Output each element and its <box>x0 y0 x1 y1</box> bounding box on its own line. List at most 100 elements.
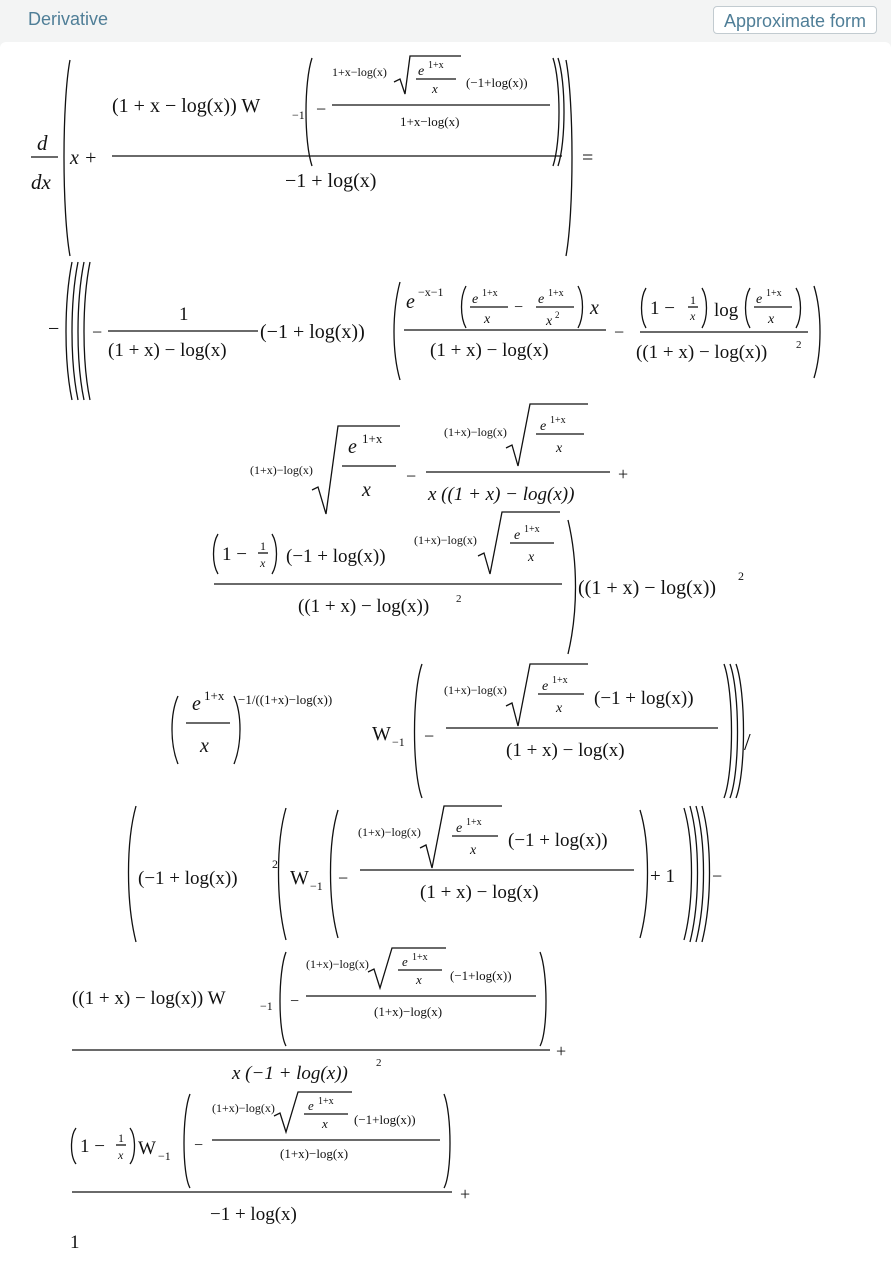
svg-text:W: W <box>290 867 309 889</box>
svg-text:1+x: 1+x <box>204 688 225 703</box>
svg-text:1 −: 1 − <box>222 544 247 565</box>
svg-text:(1+x)−log(x): (1+x)−log(x) <box>358 825 421 839</box>
svg-text:−1: −1 <box>392 735 405 749</box>
lhs-paren-right <box>565 59 573 257</box>
svg-text:(1 + x) − log(x): (1 + x) − log(x) <box>420 882 539 903</box>
svg-text:1: 1 <box>118 1131 124 1145</box>
svg-text:((1 + x) − log(x)): ((1 + x) − log(x)) <box>636 342 767 363</box>
svg-text:−1 + log(x): −1 + log(x) <box>210 1204 297 1225</box>
svg-text:−: − <box>338 868 348 888</box>
svg-text:−: − <box>290 993 299 1010</box>
pod-header: Derivative Approximate form <box>0 0 891 42</box>
r1-one: 1 <box>179 304 189 325</box>
lhs-paren-left <box>63 59 71 257</box>
svg-text:1+x: 1+x <box>482 288 498 299</box>
lhs-e: e <box>418 64 424 79</box>
approximate-form-button[interactable]: Approximate form <box>712 6 877 34</box>
svg-text:(1+x)−log(x): (1+x)−log(x) <box>212 1101 275 1115</box>
svg-text:(−1 + log(x)): (−1 + log(x)) <box>508 830 608 851</box>
svg-text:(1+x)−log(x): (1+x)−log(x) <box>306 957 369 971</box>
svg-text:((1 + x) − log(x)) W: ((1 + x) − log(x)) W <box>72 988 226 1009</box>
svg-text:+: + <box>556 1041 566 1061</box>
derivative-formula: d dx x + (1 + x − log(x)) W −1 − 1+x−log… <box>31 55 821 1253</box>
svg-text:1+x: 1+x <box>766 288 782 299</box>
svg-text:(1+x)−log(x): (1+x)−log(x) <box>444 425 507 439</box>
svg-text:W: W <box>372 723 391 745</box>
svg-text:−1: −1 <box>158 1149 171 1163</box>
svg-text:−: − <box>406 466 416 486</box>
svg-text:+: + <box>618 464 628 484</box>
svg-text:x: x <box>483 312 491 327</box>
svg-text:1: 1 <box>690 293 696 307</box>
svg-text:2: 2 <box>456 593 462 605</box>
lhs-root-frac-x: x <box>431 81 438 96</box>
svg-text:(1+x)−log(x): (1+x)−log(x) <box>414 533 477 547</box>
r1-bracket-left <box>393 281 401 381</box>
svg-text:x: x <box>589 297 599 319</box>
svg-text:e: e <box>542 679 548 694</box>
lhs-inner-den: 1+x−log(x) <box>400 114 459 129</box>
r1-bracket-right <box>813 285 821 379</box>
svg-text:1 −: 1 − <box>80 1136 105 1157</box>
svg-text:2: 2 <box>796 339 802 351</box>
svg-text:e: e <box>538 292 544 307</box>
svg-text:(1 + x) − log(x): (1 + x) − log(x) <box>506 740 625 761</box>
pod-body: d dx x + (1 + x − log(x)) W −1 − 1+x−log… <box>0 42 891 1279</box>
svg-text:−: − <box>614 322 624 342</box>
svg-text:(1+x)−log(x): (1+x)−log(x) <box>280 1146 348 1161</box>
r1-minus: − <box>92 322 102 342</box>
svg-text:1+x: 1+x <box>552 675 568 686</box>
svg-text:1: 1 <box>260 539 266 553</box>
svg-text:1+x: 1+x <box>412 952 428 963</box>
svg-text:e: e <box>456 821 462 836</box>
svg-text:((1 + x) − log(x)): ((1 + x) − log(x)) <box>578 577 716 599</box>
svg-text:log: log <box>714 300 739 321</box>
lhs-w-subscript: −1 <box>292 108 305 122</box>
svg-text:−: − <box>424 726 434 746</box>
svg-text:e: e <box>756 292 762 307</box>
r1-e-exp: −x−1 <box>418 285 444 299</box>
svg-text:1+x: 1+x <box>318 1096 334 1107</box>
lhs-e-exp: 1+x <box>428 60 444 71</box>
svg-text:x: x <box>555 441 563 456</box>
svg-text:−: − <box>514 299 523 316</box>
svg-text:+ 1: + 1 <box>650 866 675 887</box>
svg-text:−: − <box>194 1137 203 1154</box>
pod-title: Derivative <box>28 9 109 29</box>
lhs-numerator: (1 + x − log(x)) W <box>112 95 260 117</box>
svg-text:x: x <box>361 479 371 501</box>
svg-text:1+x: 1+x <box>550 415 566 426</box>
svg-text:W: W <box>138 1138 156 1159</box>
svg-text:(−1 + log(x)): (−1 + log(x)) <box>594 688 694 709</box>
svg-text:e: e <box>514 528 520 543</box>
svg-text:((1 + x) − log(x)): ((1 + x) − log(x)) <box>298 596 429 617</box>
svg-text:+: + <box>460 1184 470 1204</box>
svg-text:−1/((1+x)−log(x)): −1/((1+x)−log(x)) <box>238 692 332 707</box>
lhs-neg1-log: (−1+log(x)) <box>466 75 528 90</box>
r1-e: e <box>406 291 415 313</box>
lhs-w-paren-right <box>552 57 560 167</box>
final-one: 1 <box>70 1232 80 1253</box>
svg-text:2: 2 <box>738 569 744 583</box>
svg-text:e: e <box>472 292 478 307</box>
lhs-x-plus: x + <box>69 147 97 169</box>
svg-text:x: x <box>469 843 477 858</box>
svg-text:x: x <box>117 1148 124 1162</box>
svg-text:x: x <box>321 1116 328 1131</box>
svg-text:x: x <box>767 312 775 327</box>
svg-text:/: / <box>744 730 751 756</box>
dx-denominator: dx <box>31 170 52 194</box>
lhs-den: −1 + log(x) <box>285 170 376 192</box>
lhs-inner-minus: − <box>316 99 326 119</box>
svg-text:e: e <box>192 693 201 715</box>
r2-radical <box>311 425 400 515</box>
svg-text:(1 + x) − log(x): (1 + x) − log(x) <box>430 340 549 361</box>
d-numerator: d <box>37 131 48 155</box>
r2-root-index: (1+x)−log(x) <box>250 463 313 477</box>
svg-text:(−1 + log(x)): (−1 + log(x)) <box>138 868 238 889</box>
svg-text:1 −: 1 − <box>650 298 675 319</box>
equals-sign: = <box>582 147 593 169</box>
svg-text:1+x: 1+x <box>548 288 564 299</box>
svg-text:x: x <box>545 314 553 329</box>
svg-text:1+x: 1+x <box>362 431 383 446</box>
